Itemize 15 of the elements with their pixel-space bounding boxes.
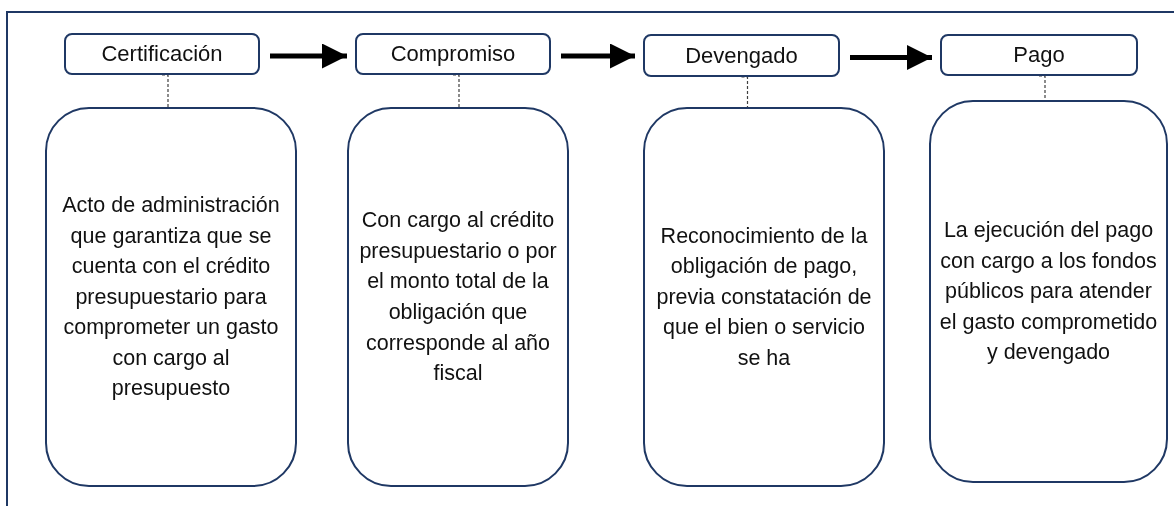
stage-box: Pago bbox=[940, 34, 1138, 76]
description-box: Reconocimiento de la obligación de pago, previa constatación de que el bien o servicio se ha bbox=[643, 107, 885, 487]
description-box: La ejecución del pago con cargo a los fondos públicos para atender el gasto comprometido y devengado bbox=[929, 100, 1168, 483]
arrow bbox=[561, 43, 635, 69]
dashed-connector bbox=[161, 74, 169, 108]
stage-box: Devengado bbox=[643, 34, 840, 77]
dashed-connector bbox=[1038, 75, 1046, 101]
arrow bbox=[850, 45, 932, 70]
dashed-connector bbox=[452, 74, 460, 108]
description-box: Acto de administración que garantiza que se cuenta con el crédito presupuestario para comprometer un gasto con cargo al presupuesto bbox=[45, 107, 297, 487]
stage-box: Compromiso bbox=[355, 33, 551, 75]
dashed-connector bbox=[740, 76, 749, 108]
description-box: Con cargo al crédito presupuestario o por el monto total de la obligación que corresponde al año fiscal bbox=[347, 107, 569, 487]
arrow bbox=[270, 43, 347, 69]
stage-box: Certificación bbox=[64, 33, 260, 75]
